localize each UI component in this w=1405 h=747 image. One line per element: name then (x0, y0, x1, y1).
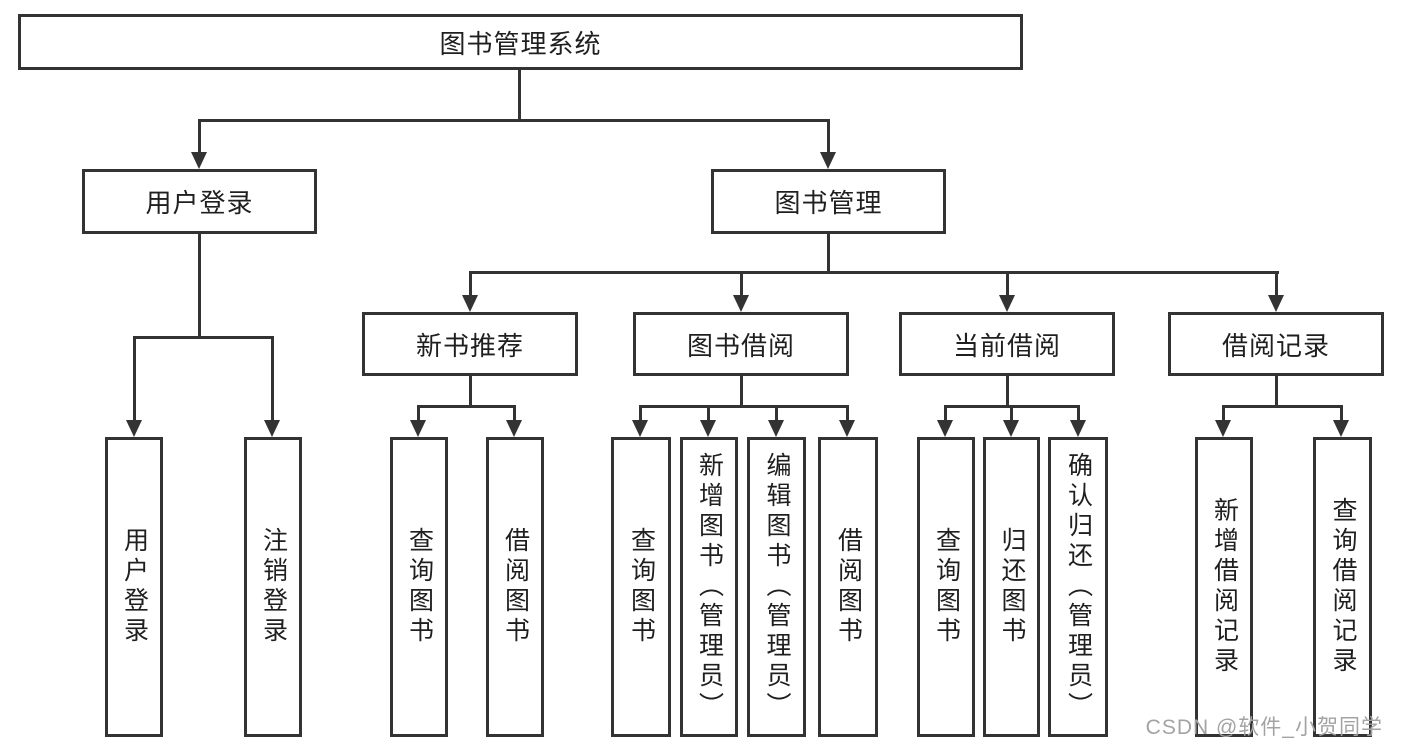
node-label: 新书推荐 (415, 330, 524, 361)
connector-line (639, 405, 849, 408)
connector-line (740, 376, 743, 405)
arrow-down-icon (937, 420, 953, 437)
node-label: 借阅记录 (1221, 330, 1330, 361)
connector-line (469, 376, 472, 405)
node-search-books-current: 查询图书 (917, 437, 975, 737)
node-label: 借阅图书 (501, 527, 530, 647)
connector-line (1077, 405, 1080, 421)
connector-line (133, 336, 274, 339)
connector-line (827, 234, 830, 271)
connector-line (513, 405, 516, 421)
node-edit-books-admin: 编辑图书（管理员） (747, 437, 806, 737)
node-borrowing-records: 借阅记录 (1168, 312, 1384, 376)
node-add-books-admin: 新增图书（管理员） (680, 437, 738, 737)
connector-line (639, 405, 642, 421)
arrow-down-icon (839, 420, 855, 437)
connector-line (1006, 376, 1009, 405)
node-confirm-return-admin: 确认归还（管理员） (1048, 437, 1108, 737)
node-label: 图书管理系统 (439, 28, 602, 59)
connector-line (133, 336, 136, 421)
node-return-books: 归还图书 (983, 437, 1040, 737)
watermark: CSDN @软件_小贺同学 (1145, 716, 1383, 739)
connector-line (271, 336, 274, 421)
arrow-down-icon (126, 420, 142, 437)
connector-line (707, 405, 710, 421)
connector-line (1010, 405, 1013, 421)
connector-line (846, 405, 849, 421)
arrow-down-icon (1268, 295, 1284, 312)
connector-line (1275, 376, 1278, 405)
connector-line (827, 119, 830, 153)
arrow-down-icon (1070, 420, 1086, 437)
arrow-down-icon (1215, 420, 1231, 437)
node-user-login-action: 用户登录 (105, 437, 163, 737)
node-label: 注销登录 (259, 527, 288, 647)
node-add-borrow-record: 新增借阅记录 (1195, 437, 1253, 737)
node-search-borrow-record: 查询借阅记录 (1313, 437, 1372, 737)
node-label: 归还图书 (998, 527, 1026, 647)
node-label: 编辑图书（管理员） (763, 452, 791, 722)
connector-line (1222, 405, 1343, 408)
node-library-system: 图书管理系统 (18, 14, 1023, 70)
node-label: 用户登录 (145, 188, 254, 218)
node-label: 用户登录 (120, 527, 149, 647)
arrow-down-icon (1003, 420, 1019, 437)
connector-line (198, 119, 201, 153)
node-search-books-borrow: 查询图书 (611, 437, 671, 737)
node-search-books-recommend: 查询图书 (390, 437, 448, 737)
node-label: 当前借阅 (952, 330, 1061, 361)
node-label: 确认归还（管理员） (1064, 452, 1093, 722)
connector-line (1222, 405, 1225, 421)
connector-line (469, 271, 472, 296)
arrow-down-icon (506, 420, 522, 437)
node-user-login: 用户登录 (82, 169, 317, 234)
node-borrow-books: 借阅图书 (818, 437, 878, 737)
connector-line (198, 119, 830, 122)
node-label: 查询图书 (627, 527, 656, 647)
connector-line (518, 70, 521, 122)
arrow-down-icon (700, 420, 716, 437)
arrow-down-icon (462, 295, 478, 312)
arrow-down-icon (632, 420, 648, 437)
arrow-down-icon (733, 295, 749, 312)
node-label: 图书借阅 (686, 330, 795, 361)
arrow-down-icon (820, 152, 836, 169)
connector-line (944, 405, 947, 421)
node-new-book-recommendation: 新书推荐 (362, 312, 578, 376)
arrow-down-icon (191, 152, 207, 169)
node-logout-action: 注销登录 (244, 437, 302, 737)
connector-line (1006, 271, 1009, 296)
connector-line (775, 405, 778, 421)
node-label: 查询图书 (932, 527, 961, 647)
arrow-down-icon (768, 420, 784, 437)
connector-line (198, 234, 201, 336)
arrow-down-icon (264, 420, 280, 437)
node-label: 查询借阅记录 (1329, 497, 1357, 677)
connector-line (417, 405, 516, 408)
node-label: 图书管理 (774, 188, 883, 218)
arrow-down-icon (1333, 420, 1349, 437)
connector-line (469, 271, 1279, 274)
node-book-management: 图书管理 (711, 169, 946, 234)
arrow-down-icon (410, 420, 426, 437)
arrow-down-icon (999, 295, 1015, 312)
connector-line (740, 271, 743, 296)
node-label: 新增借阅记录 (1210, 497, 1239, 677)
connector-line (1275, 271, 1278, 296)
node-book-borrowing: 图书借阅 (633, 312, 849, 376)
node-borrow-books-recommend: 借阅图书 (486, 437, 544, 737)
connector-line (417, 405, 420, 421)
connector-line (1340, 405, 1343, 421)
node-label: 借阅图书 (834, 527, 863, 647)
node-label: 新增图书（管理员） (695, 452, 724, 722)
node-label: 查询图书 (405, 527, 434, 647)
node-current-borrowing: 当前借阅 (899, 312, 1115, 376)
